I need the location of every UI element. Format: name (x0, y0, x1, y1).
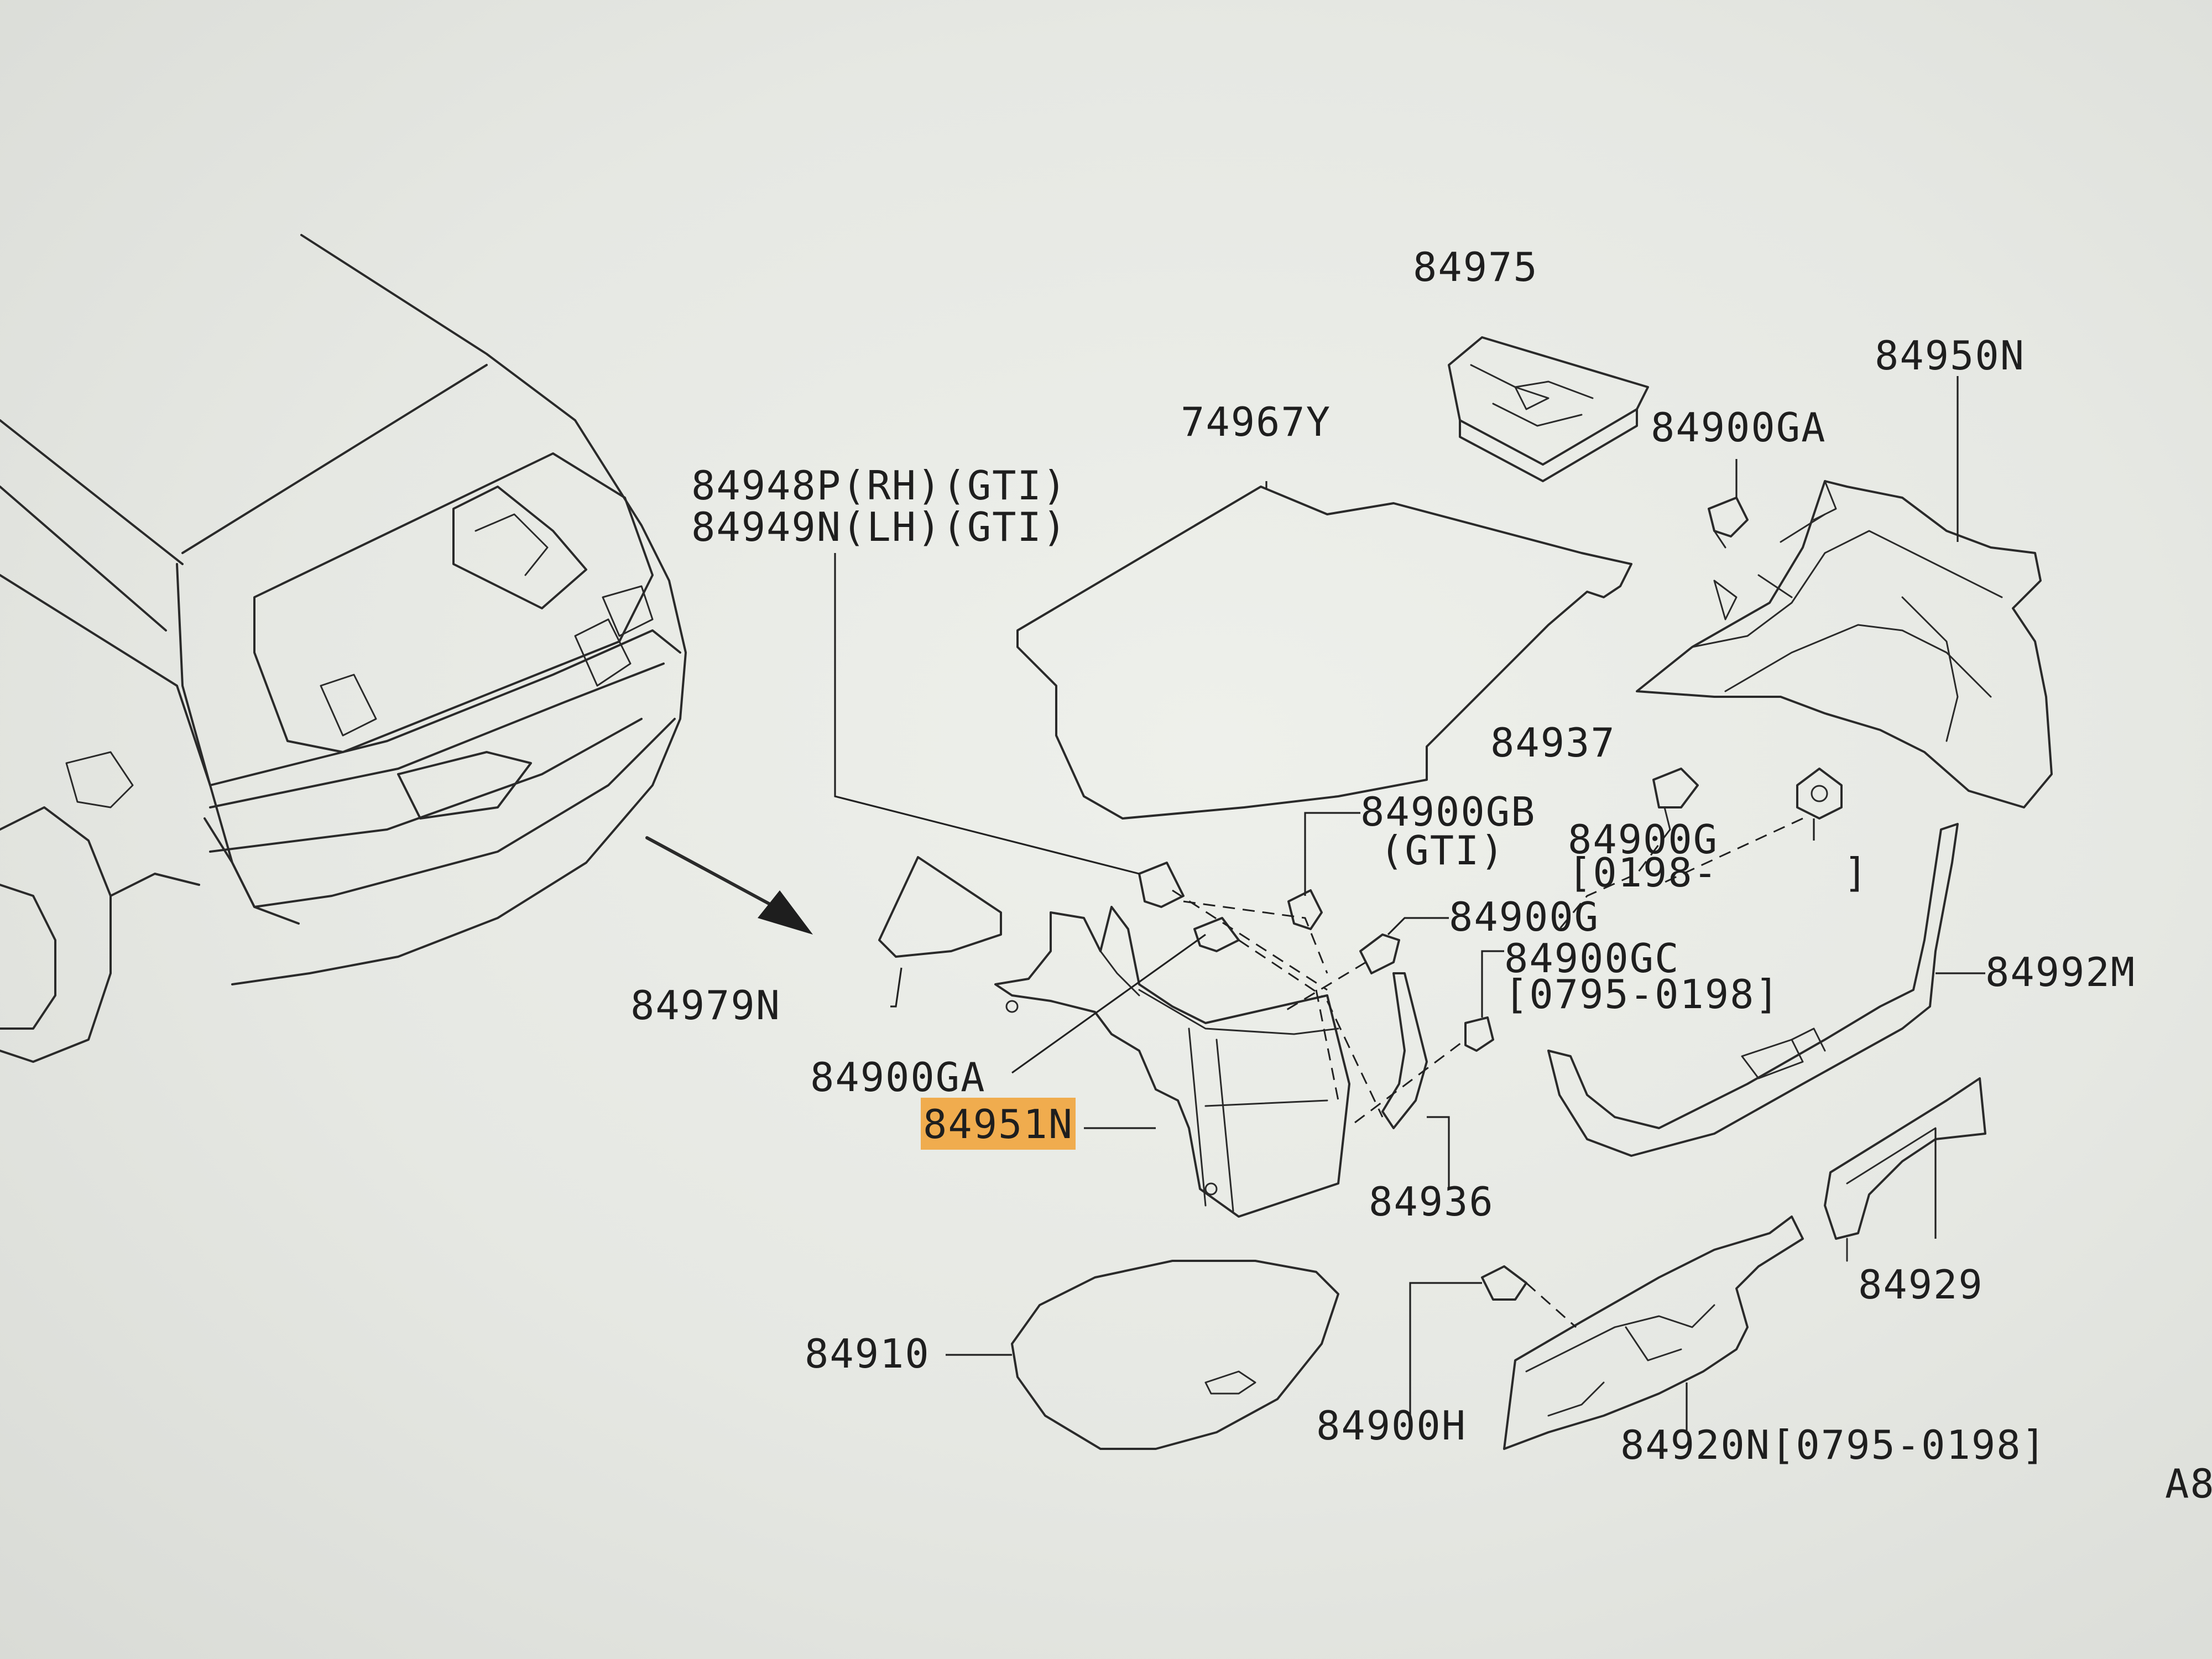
clip-84900GA-bottom (1193, 917, 1240, 952)
label-84900H[interactable]: 84900H (1316, 1402, 1467, 1449)
label-84979N[interactable]: 84979N (630, 982, 781, 1029)
clip-84937 (1652, 768, 1699, 831)
label-84900GA-bottom[interactable]: 84900GA (810, 1054, 986, 1100)
assembly-dash-lines (1172, 817, 1803, 1328)
part-84920N-trim (1503, 1215, 1804, 1450)
part-84979N-triangle (878, 856, 1002, 958)
label-84900G-mid[interactable]: 84900G (1449, 894, 1600, 940)
leader-lines (834, 376, 1985, 1432)
label-84900GB-note: (GTI) (1380, 827, 1505, 874)
direction-arrow (645, 836, 813, 935)
label-84937[interactable]: 84937 (1490, 719, 1616, 766)
label-84900GB[interactable]: 84900GB (1360, 789, 1536, 835)
label-84920N[interactable]: 84920N[0795-0198] (1620, 1422, 2047, 1468)
label-84910[interactable]: 84910 (805, 1331, 930, 1377)
label-84951N-highlighted[interactable]: 84951N (921, 1098, 1076, 1150)
label-84929[interactable]: 84929 (1858, 1261, 1984, 1308)
label-corner-code: A8 (2165, 1460, 2212, 1507)
label-84949N[interactable]: 84949N(LH)(GTI) (691, 504, 1068, 550)
clip-84900G-mid (1359, 933, 1400, 974)
label-84992M[interactable]: 84992M (1985, 949, 2136, 995)
part-74967Y-floor-board (1016, 486, 1632, 820)
part-84929-bracket (1824, 1077, 1986, 1262)
part-84936-strap (1381, 972, 1428, 1129)
label-84900GC-range: [0795-0198] (1504, 971, 1780, 1018)
part-84948P-bracket (1138, 862, 1185, 908)
label-84950N[interactable]: 84950N (1875, 332, 2026, 379)
label-84951N[interactable]: 84951N (921, 1098, 1076, 1150)
label-84900G-right[interactable]: 84900G (1568, 816, 1719, 863)
label-84900GA-top[interactable]: 84900GA (1651, 404, 1827, 451)
clip-84900GC (1464, 1016, 1494, 1052)
clip-84900GB (1287, 889, 1323, 930)
label-84948P[interactable]: 84948P(RH)(GTI) (691, 462, 1068, 509)
part-84910-cover (1011, 1260, 1339, 1450)
part-84950N-side-trim (1636, 480, 2053, 808)
clip-84900GA-top (1708, 497, 1749, 549)
part-84992M-sill (1547, 823, 1959, 1157)
label-84975[interactable]: 84975 (1413, 244, 1538, 290)
part-84951N-side-trim (994, 906, 1350, 1218)
label-84900G-right-range: [0198- ] (1568, 849, 1869, 896)
label-74967Y[interactable]: 74967Y (1181, 399, 1332, 445)
part-84975-tray (1448, 336, 1649, 482)
label-84900GC[interactable]: 84900GC (1504, 935, 1680, 982)
clip-84900H (1481, 1265, 1527, 1301)
vehicle-rear-outline (0, 234, 687, 1063)
clip-84900G-right (1796, 768, 1843, 820)
label-84936[interactable]: 84936 (1369, 1178, 1494, 1225)
